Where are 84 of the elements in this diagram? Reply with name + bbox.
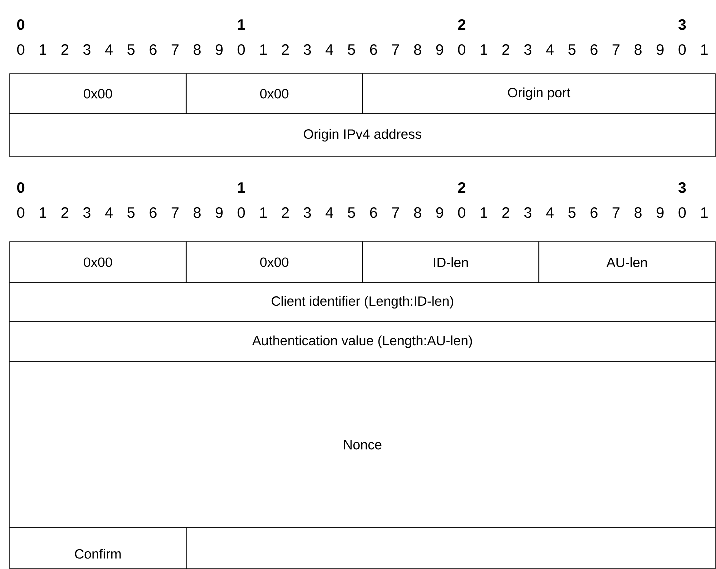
bit-number: 8: [194, 208, 201, 218]
bit-number: 3: [84, 44, 91, 56]
bit-number: 0: [238, 44, 246, 56]
bit-number: 2: [62, 44, 69, 55]
bit-number: 6: [150, 208, 157, 218]
bit-number: 5: [568, 208, 576, 218]
bit-number: 3: [84, 208, 91, 218]
bit-number: 9: [436, 208, 444, 218]
bit-number: 1: [480, 208, 488, 218]
bit-number: 0: [17, 44, 25, 56]
bit-number: 5: [348, 44, 356, 56]
bit-number: 1: [260, 208, 267, 218]
bit-number: 8: [414, 44, 422, 56]
bit-number: 1: [480, 44, 488, 55]
bit-number: 0: [458, 44, 466, 56]
bit-number: 4: [105, 208, 113, 218]
bit-number: 1: [238, 182, 246, 193]
bit-number: 9: [436, 44, 444, 56]
bit-number: 4: [326, 208, 334, 218]
bit-number: 4: [546, 208, 554, 218]
bit-number: 5: [128, 208, 135, 218]
bit-number: 8: [414, 208, 422, 218]
bit-number: 1: [40, 44, 46, 55]
bit-number: 4: [326, 44, 334, 55]
bit-number: 4: [105, 44, 113, 55]
bit-number: 0: [17, 182, 25, 194]
bit-number: 8: [634, 208, 642, 218]
bit-number: 5: [568, 44, 576, 56]
field-cell: AU-len: [538, 242, 716, 284]
field-cell: Client identifier (Length:ID-len): [10, 282, 716, 322]
bit-number: 6: [590, 44, 598, 56]
bit-number: 3: [678, 20, 686, 30]
bit-number: 2: [458, 182, 466, 193]
bit-number: 1: [701, 208, 708, 218]
bit-number: 2: [502, 44, 510, 55]
bit-number: 7: [392, 44, 400, 55]
bit-number: 3: [304, 44, 312, 56]
bit-number: 2: [458, 20, 466, 30]
field-cell: 0x00: [186, 74, 364, 114]
bit-number: 6: [150, 44, 157, 56]
bit-number: 3: [524, 44, 532, 56]
bit-number: 9: [656, 208, 664, 218]
field-cell: Nonce: [10, 362, 716, 528]
field-cell: Origin port: [362, 74, 716, 114]
bit-number: 0: [238, 208, 246, 218]
bit-number: 7: [612, 44, 620, 55]
bit-number: 5: [128, 44, 135, 56]
bit-number: 1: [260, 44, 267, 55]
bit-number: 0: [17, 208, 25, 218]
bit-number: 7: [172, 44, 179, 55]
bit-number: 8: [634, 44, 642, 56]
bit-number: 9: [656, 44, 664, 56]
bit-number: 6: [370, 44, 378, 56]
bit-number: 7: [612, 208, 620, 218]
field-cell: 0x00: [186, 242, 364, 284]
bit-number: 0: [17, 20, 25, 30]
field-cell: 0x00: [10, 242, 187, 284]
bit-number: 7: [172, 208, 179, 218]
bit-number: 4: [546, 44, 554, 55]
bit-number: 6: [370, 208, 378, 218]
bit-number: 0: [678, 44, 686, 56]
bit-number: 1: [40, 208, 46, 218]
bit-number: 0: [458, 208, 466, 218]
bit-number: 0: [678, 208, 686, 218]
bit-number: 1: [701, 44, 708, 55]
field-cell: 0x00: [10, 74, 187, 114]
bit-number: 8: [194, 44, 201, 56]
bit-number: 3: [524, 208, 532, 218]
field-cell: Authentication value (Length:AU-len): [10, 322, 716, 362]
bit-number: 9: [216, 44, 223, 56]
field-cell: Origin IPv4 address: [10, 114, 716, 158]
bit-number: 7: [392, 208, 400, 218]
bit-number: 2: [502, 208, 510, 218]
bit-number: 3: [678, 182, 686, 194]
bit-number: 3: [304, 208, 312, 218]
field-cell: ID-len: [362, 242, 540, 284]
bit-number: 5: [348, 208, 356, 218]
bit-number: 6: [590, 208, 598, 218]
bit-number: 1: [238, 20, 246, 30]
field-cell: Confirm: [10, 528, 187, 569]
bit-number: 9: [216, 208, 223, 218]
bit-number: 2: [282, 44, 289, 55]
bit-number: 2: [282, 208, 289, 218]
bit-number: 2: [62, 208, 69, 218]
